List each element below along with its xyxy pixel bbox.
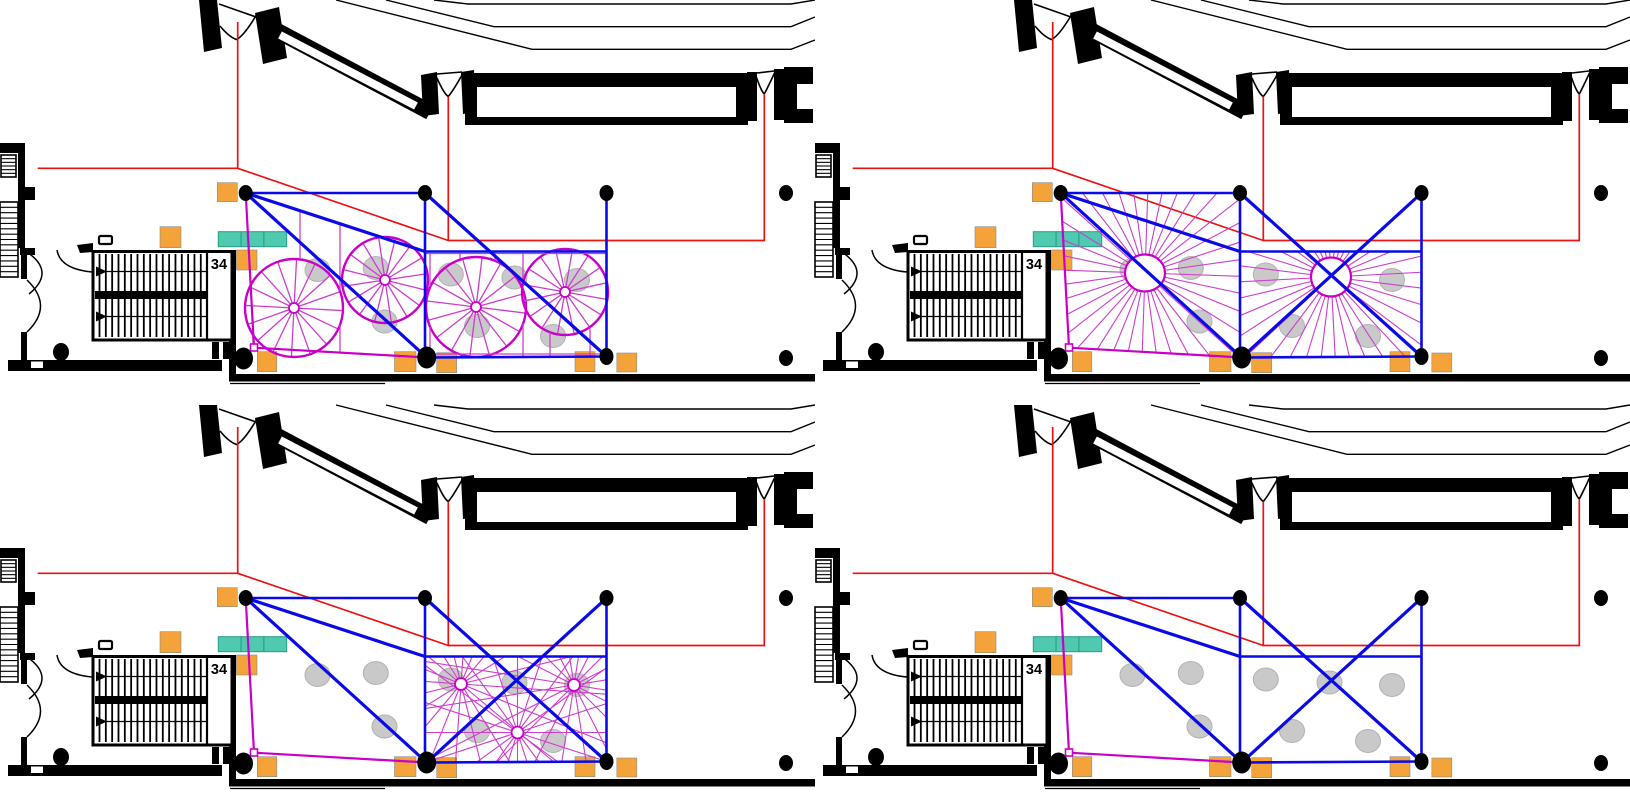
panel-top-right — [815, 0, 1630, 483]
spoked-wheel — [520, 247, 610, 337]
fan-center-ring — [1123, 253, 1167, 293]
radial-burst — [425, 656, 607, 762]
burst-center-ring — [567, 678, 581, 692]
wheel-hub — [379, 274, 391, 286]
wheel-hub — [288, 302, 300, 314]
wheel-hub — [559, 286, 571, 298]
wheel-hub — [470, 301, 482, 313]
burst-center-ring — [510, 725, 525, 740]
panel-bottom-left — [0, 405, 815, 810]
overlay-fans — [1060, 191, 1423, 359]
overlay-wheels — [243, 211, 610, 359]
panel-top-left — [0, 0, 815, 405]
burst-center-ring — [454, 677, 468, 691]
spoked-wheel — [243, 257, 345, 359]
panel-bottom-right — [815, 405, 1630, 810]
overlay-bursts — [425, 596, 608, 764]
